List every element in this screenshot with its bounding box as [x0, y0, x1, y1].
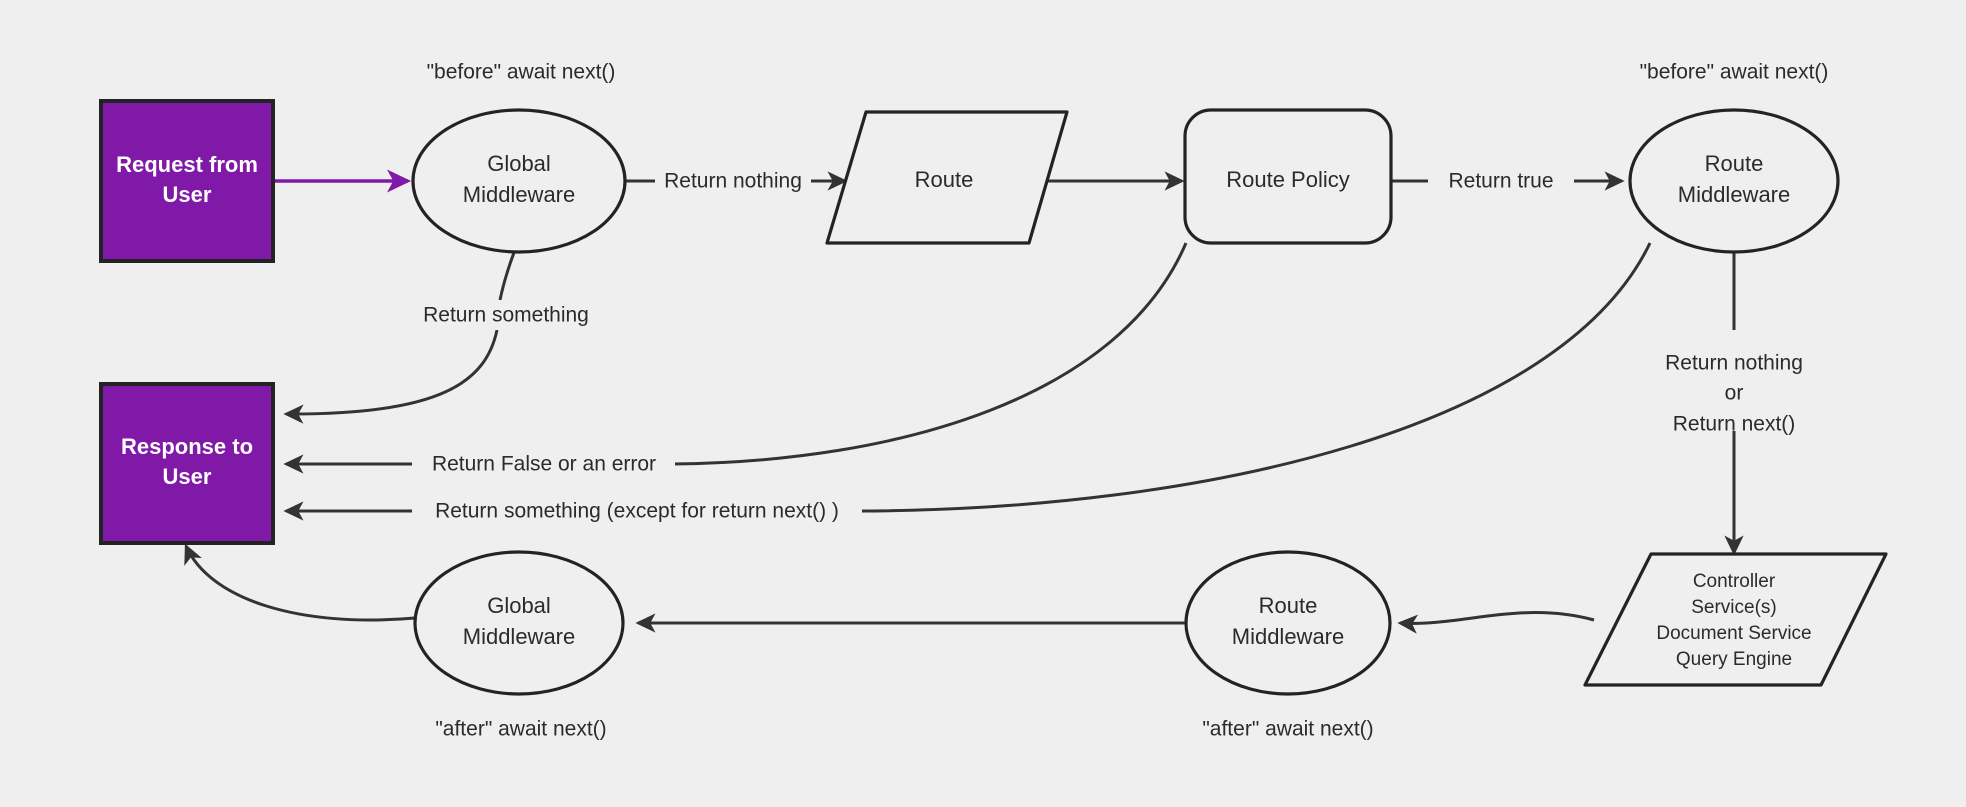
annotation-after-global-middleware: "after" await next()	[435, 718, 606, 741]
edge-label-route-middleware-outcomes: Return nothing or Return next()	[1642, 347, 1826, 436]
response-to-user-label-line1: Response to	[121, 434, 253, 459]
edge-label-return-nothing-text: Return nothing	[664, 170, 802, 193]
edge-label-return-true-text: Return true	[1448, 170, 1553, 193]
annotation-after-route-middleware: "after" await next()	[1202, 718, 1373, 741]
edge-label-rm-or-text: or	[1725, 382, 1744, 405]
node-route[interactable]: Route	[825, 110, 1069, 245]
request-from-user-label-line2: User	[163, 182, 212, 207]
request-from-user-shape	[99, 99, 275, 263]
edge-label-return-something-except-next: Return something (except for return next…	[412, 496, 862, 526]
route-middleware-before-label-line1: Route	[1705, 151, 1764, 176]
route-middleware-after-shape	[1184, 550, 1392, 696]
route-shape	[825, 110, 1069, 245]
controller-stack-label-line3: Document Service	[1656, 623, 1811, 644]
edge-label-return-something: Return something	[412, 300, 598, 330]
node-controller-stack[interactable]: Controller Service(s) Document Service Q…	[1583, 552, 1888, 687]
edge-label-return-something-text: Return something	[423, 304, 589, 327]
edge-label-return-true: Return true	[1428, 166, 1574, 196]
edge-label-return-something-except-next-text: Return something (except for return next…	[435, 500, 839, 523]
controller-stack-shape	[1583, 552, 1888, 687]
global-middleware-after-label-line1: Global	[487, 593, 551, 618]
edge-global-middleware-to-response	[283, 329, 499, 424]
node-route-middleware-after[interactable]: Route Middleware	[1184, 550, 1392, 696]
route-middleware-before-shape	[1628, 108, 1840, 254]
controller-stack-label-line4: Query Engine	[1676, 649, 1792, 670]
edge-label-return-false-or-error: Return False or an error	[412, 449, 675, 479]
response-to-user-shape	[99, 382, 275, 545]
edge-label-rm-return-next-text: Return next()	[1673, 413, 1796, 436]
edge-route-policy-to-response-curve	[671, 242, 1188, 466]
annotation-before-route-middleware: "before" await next()	[1640, 61, 1829, 84]
node-route-policy[interactable]: Route Policy	[1183, 108, 1393, 245]
controller-stack-label-line2: Service(s)	[1691, 597, 1777, 618]
edge-global-middleware-return-stub	[498, 249, 517, 301]
node-global-middleware-after[interactable]: Global Middleware	[413, 550, 625, 696]
route-policy-label: Route Policy	[1226, 167, 1350, 192]
global-middleware-before-label-line2: Middleware	[463, 182, 576, 207]
global-middleware-after-shape	[413, 550, 625, 696]
response-to-user-label-line2: User	[163, 464, 212, 489]
controller-stack-label-line1: Controller	[1693, 571, 1776, 592]
annotation-before-global-middleware: "before" await next()	[427, 61, 616, 84]
global-middleware-after-label-line2: Middleware	[463, 624, 576, 649]
global-middleware-before-label-line1: Global	[487, 151, 551, 176]
edge-route-middleware-to-response-curve	[859, 242, 1652, 513]
node-route-middleware-before[interactable]: Route Middleware	[1628, 108, 1840, 254]
route-policy-shape	[1183, 108, 1393, 245]
route-middleware-after-label-line1: Route	[1259, 593, 1318, 618]
edge-label-return-nothing: Return nothing	[655, 166, 811, 196]
node-global-middleware-before[interactable]: Global Middleware	[411, 108, 627, 254]
route-label: Route	[915, 167, 974, 192]
route-middleware-before-label-line2: Middleware	[1678, 182, 1791, 207]
request-from-user-label-line1: Request from	[116, 152, 258, 177]
edge-label-rm-return-nothing-text: Return nothing	[1665, 352, 1803, 375]
global-middleware-before-shape	[411, 108, 627, 254]
node-response-to-user[interactable]: Response to User	[99, 382, 275, 545]
route-middleware-after-label-line2: Middleware	[1232, 624, 1345, 649]
node-request-from-user[interactable]: Request from User	[99, 99, 275, 263]
edge-controller-to-route-middleware-after	[1397, 611, 1595, 634]
edge-global-middleware-after-to-response	[184, 543, 416, 622]
edge-label-return-false-or-error-text: Return False or an error	[432, 453, 656, 476]
